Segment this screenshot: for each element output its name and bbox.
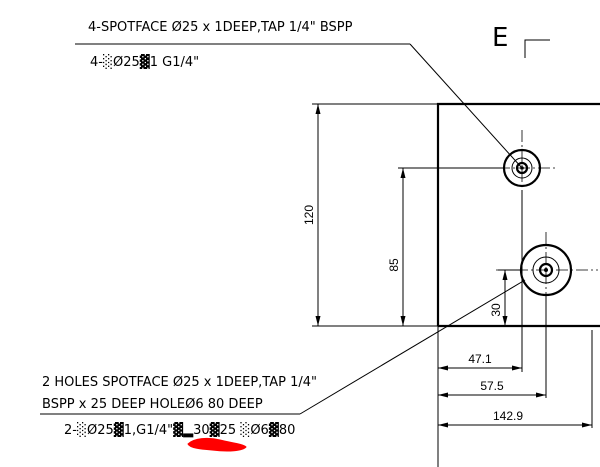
red-markup-highlight: [187, 437, 247, 452]
dimension-85-text: 85: [387, 258, 401, 272]
dimension-47-1-text: 47.1: [468, 352, 492, 366]
dimension-57-5: 57.5: [438, 379, 546, 398]
dimension-142-9: 142.9: [438, 409, 592, 428]
spotface-hole-lower: [519, 243, 573, 297]
dimension-30-text: 30: [489, 303, 503, 317]
dimension-30: 30: [489, 269, 520, 326]
dimension-120-text: 120: [302, 205, 316, 225]
dimension-120: 120: [302, 103, 438, 327]
callout-bottom-line3: 2-░Ø25▓1,G1/4"▓▂30▓25 ░Ø6▓80: [64, 421, 295, 438]
callout-top-line2: 4-░Ø25▓1 G1/4": [90, 53, 199, 70]
callout-bottom-line1: 2 HOLES SPOTFACE Ø25 x 1DEEP,TAP 1/4": [42, 375, 317, 390]
callout-bottom-leader: [299, 279, 526, 415]
view-arrow-icon: [524, 39, 550, 58]
dimension-47-1: 47.1: [438, 352, 522, 371]
dimension-57-5-text: 57.5: [480, 379, 504, 393]
dimension-85: 85: [387, 167, 504, 326]
callout-top-line1: 4-SPOTFACE Ø25 x 1DEEP,TAP 1/4" BSPP: [88, 20, 353, 35]
part-outline: [436, 102, 600, 326]
view-label: E: [492, 23, 508, 53]
callout-bottom-line2: BSPP x 25 DEEP HOLEØ6 80 DEEP: [42, 397, 263, 412]
dimension-142-9-text: 142.9: [493, 409, 523, 423]
callout-top-leader: [409, 43, 523, 169]
